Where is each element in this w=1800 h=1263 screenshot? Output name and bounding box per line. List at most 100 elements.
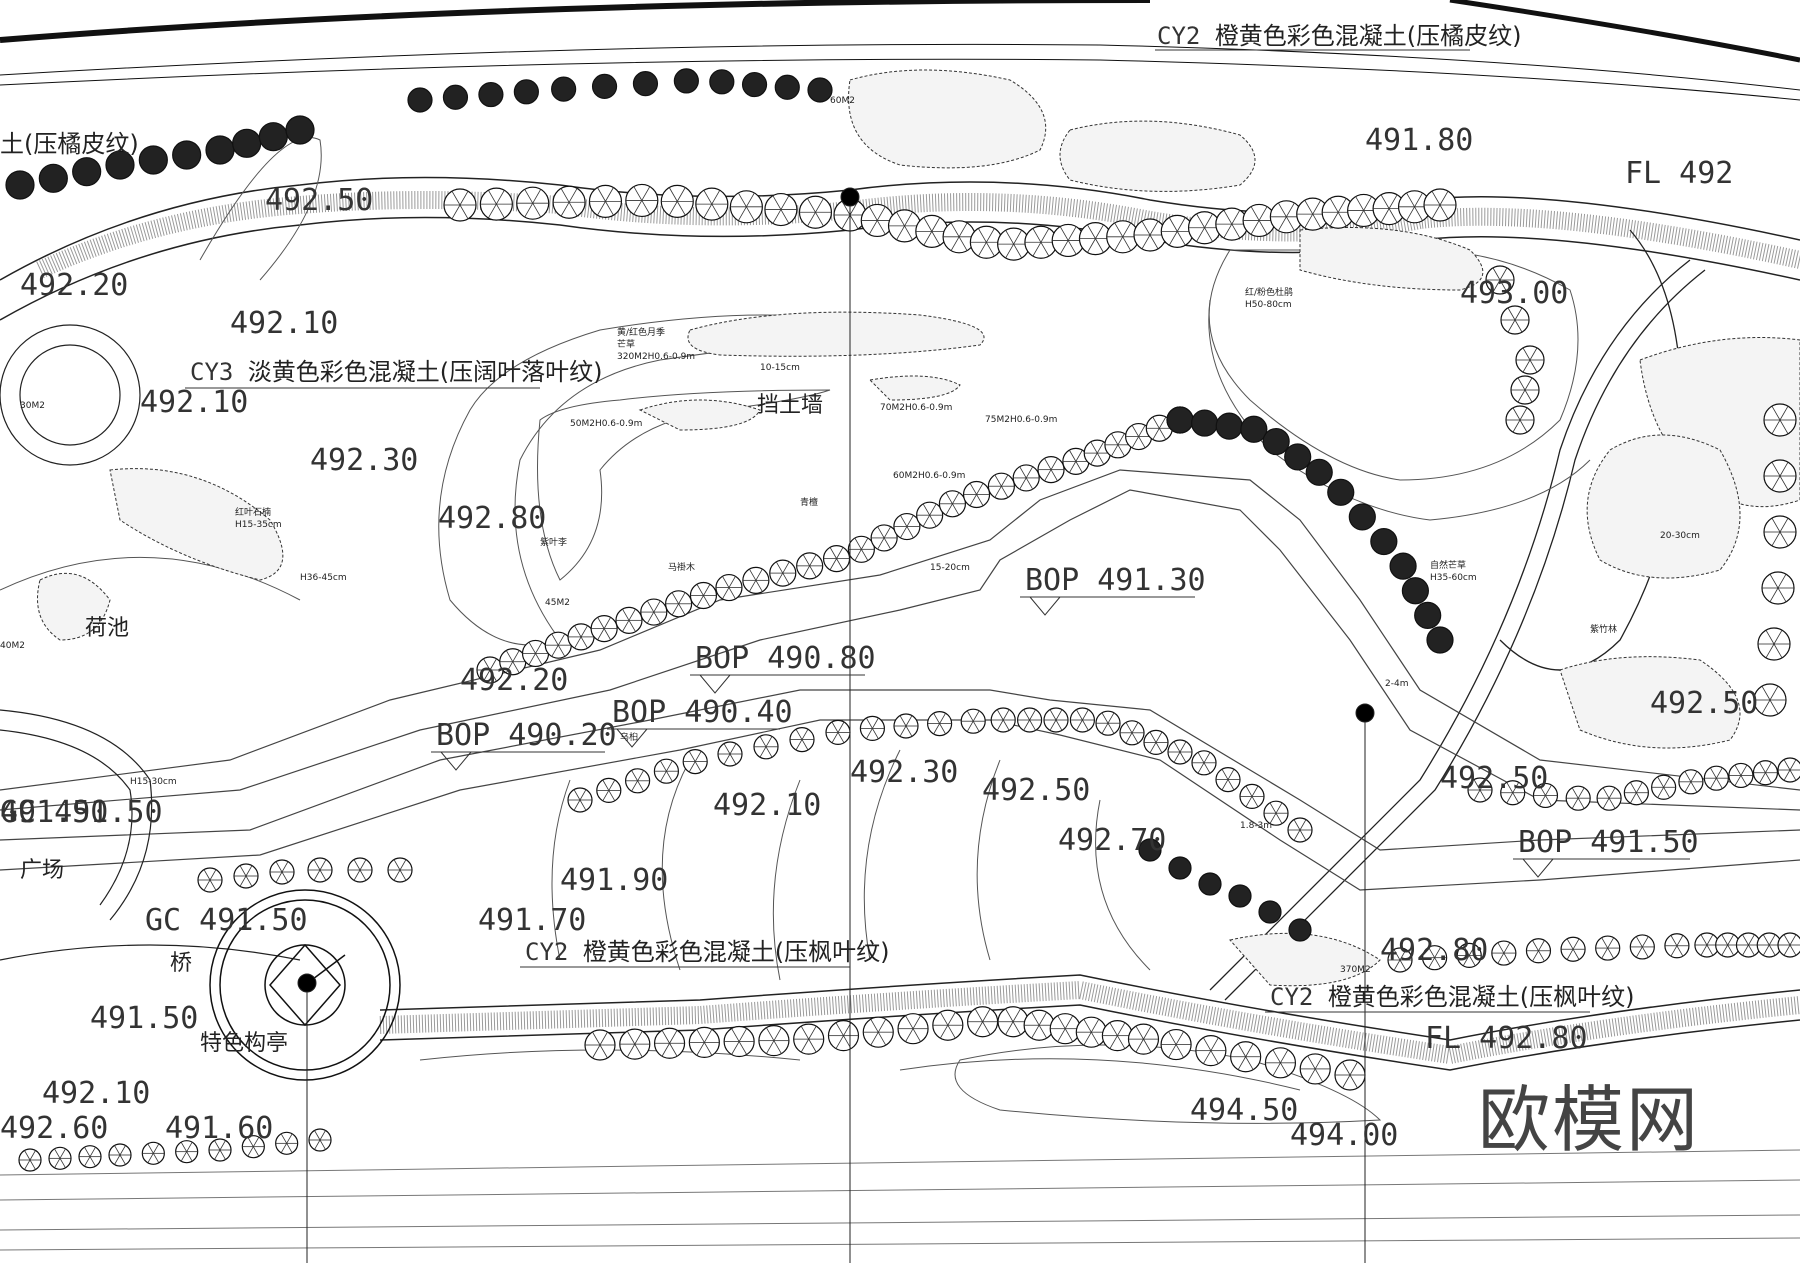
tree-symbol xyxy=(1715,932,1741,958)
tree-symbol xyxy=(1456,942,1482,968)
tree-symbol xyxy=(1595,935,1621,961)
tree-symbol xyxy=(1565,785,1591,811)
tree-symbol xyxy=(1168,856,1192,880)
plant-note: 60M2H0.6-0.9m xyxy=(893,471,965,481)
tree-symbol xyxy=(1629,934,1655,960)
tree-symbol xyxy=(758,1025,790,1057)
tree-symbol xyxy=(1299,1053,1331,1085)
tree-symbol xyxy=(695,187,729,221)
tree-symbol xyxy=(1287,817,1313,843)
pond-label: 荷池 xyxy=(85,616,129,641)
tree-symbol xyxy=(588,184,623,218)
plant-note: 芒草 xyxy=(617,338,635,350)
elevation-label: 492.10 xyxy=(42,1076,150,1111)
tree-symbol xyxy=(1491,940,1517,966)
tree-symbol xyxy=(1095,710,1121,736)
tree-symbol xyxy=(1347,193,1381,228)
tree-symbol xyxy=(653,1027,686,1059)
plant-note: 1.8-3m xyxy=(1240,821,1272,831)
tree-symbol xyxy=(774,74,800,100)
tree-symbol xyxy=(1043,707,1069,733)
tree-symbol xyxy=(1239,783,1265,810)
tree-symbol xyxy=(241,1135,265,1159)
tree-symbol xyxy=(1596,785,1622,811)
plant-note: H50-80cm xyxy=(1245,300,1292,310)
elevation-label: 491.60 xyxy=(165,1111,273,1146)
bridge-label: 桥 xyxy=(170,951,192,976)
plant-note: 紫竹林 xyxy=(1590,623,1617,635)
elevation-label: 491.90 xyxy=(560,863,668,898)
tree-symbol xyxy=(893,713,919,739)
plant-note: 15-20cm xyxy=(930,563,970,573)
plant-note: 75M2H0.6-0.9m xyxy=(985,415,1057,425)
tree-symbol xyxy=(887,209,922,243)
tree-symbol xyxy=(1305,458,1333,486)
tree-symbol xyxy=(1532,782,1559,809)
tree-symbol xyxy=(723,1025,755,1058)
bottom-road-lines xyxy=(0,1149,1800,1251)
tree-symbol xyxy=(208,1138,232,1162)
tree-symbol xyxy=(141,1141,165,1165)
tree-symbol xyxy=(615,606,643,634)
tree-symbol xyxy=(1288,918,1312,942)
bop-label: BOP 490.40 xyxy=(612,695,793,730)
tree-symbol xyxy=(1160,1028,1192,1061)
tree-symbol xyxy=(1777,932,1800,958)
material-label-left-top: 土(压橘皮纹) xyxy=(0,130,139,158)
tree-symbol xyxy=(673,68,699,94)
tree-symbol xyxy=(640,598,668,626)
tree-symbol xyxy=(1401,577,1429,605)
tree-symbol xyxy=(476,656,504,684)
tree-symbol xyxy=(590,615,618,643)
tree-symbol xyxy=(1240,415,1268,443)
plant-note: 370M2 xyxy=(1340,965,1371,975)
tree-symbol xyxy=(709,69,735,95)
tree-symbol xyxy=(596,777,622,804)
tree-symbol xyxy=(1505,405,1535,435)
material-label-cy2-top: CY2 橙黄色彩色混凝土(压橘皮纹) xyxy=(1157,22,1522,50)
tree-symbol xyxy=(715,573,743,602)
elevation-label: 492.50 xyxy=(1650,686,1758,721)
plant-note: 乌桕 xyxy=(620,731,638,743)
tree-symbol xyxy=(825,719,851,746)
plant-note: 2-4m xyxy=(1385,679,1408,689)
plant-note: 320M2H0.6-0.9m xyxy=(617,352,695,362)
fl-label: FL 492.80 xyxy=(1425,1021,1588,1056)
tree-symbol xyxy=(584,1029,616,1061)
watermark-logo: 欧模网 xyxy=(1478,1078,1700,1162)
tree-symbol xyxy=(942,220,976,254)
tree-symbol xyxy=(717,741,743,767)
tree-symbol xyxy=(990,707,1016,733)
tree-symbol xyxy=(1145,414,1173,442)
gc-label: GC 491.50 xyxy=(0,795,163,830)
bop-label: BOP 491.30 xyxy=(1025,563,1206,598)
plant-note: H15-30cm xyxy=(130,777,177,787)
elevation-label: 491.80 xyxy=(1365,123,1473,158)
elevation-label: 492.20 xyxy=(20,268,128,303)
tree-symbol xyxy=(172,140,202,170)
tree-symbol xyxy=(285,115,315,145)
material-label-cy3: CY3 淡黄色彩色混凝土(压阔叶落叶纹) xyxy=(190,358,603,386)
tree-symbol xyxy=(932,1009,964,1041)
tree-symbol xyxy=(197,867,223,893)
tree-symbol xyxy=(1757,627,1791,661)
elevation-labels: 492.50 492.20 492.10 492.10 492.30 492.8… xyxy=(0,123,1758,1153)
tree-symbol xyxy=(1485,265,1515,295)
tree-symbol xyxy=(1777,757,1800,783)
tree-symbol xyxy=(862,1016,894,1048)
tree-symbol xyxy=(1389,552,1417,580)
tree-symbol xyxy=(1467,777,1493,803)
tree-symbol xyxy=(5,170,35,200)
elevation-label: 492.30 xyxy=(850,755,958,790)
tree-symbol xyxy=(1763,459,1797,493)
plant-note: 青檀 xyxy=(800,496,818,508)
elevation-label: 492.50 xyxy=(265,183,373,218)
elevation-label: 491.50 xyxy=(90,1001,198,1036)
tree-symbol xyxy=(807,77,833,103)
tree-symbol xyxy=(269,859,295,885)
tree-symbol xyxy=(105,150,135,180)
tree-symbol xyxy=(960,708,986,734)
tree-symbol xyxy=(387,857,413,883)
tree-symbol xyxy=(1264,1047,1297,1079)
